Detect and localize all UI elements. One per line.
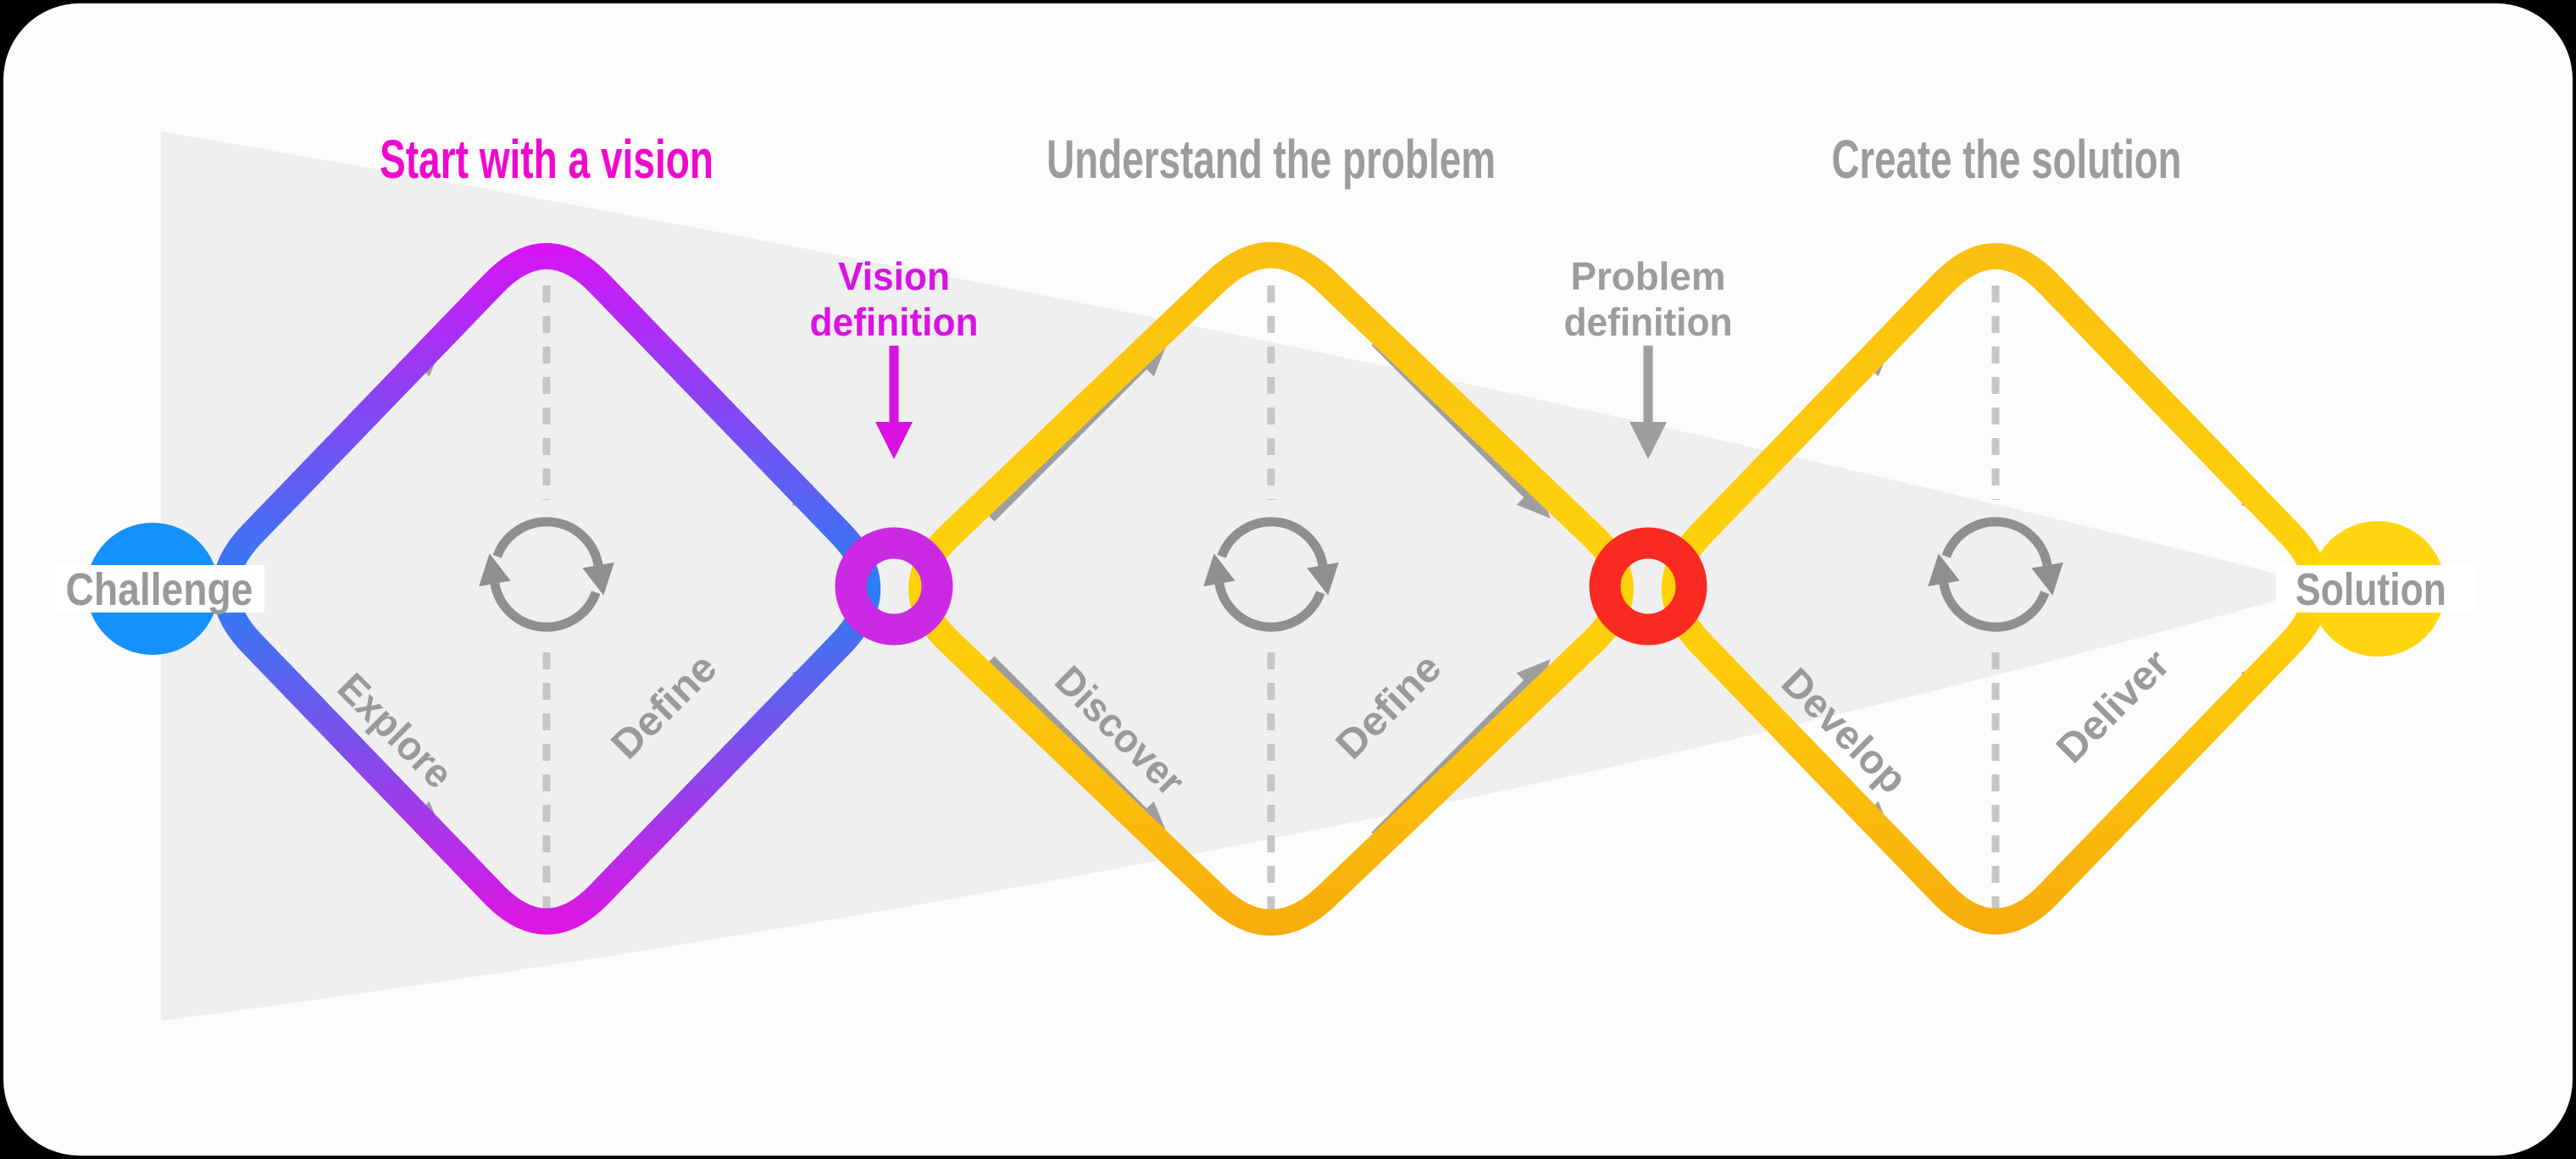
vision-milestone-ring	[835, 527, 953, 646]
down-arrow-icon	[1629, 422, 1667, 459]
heading-create-the-solution: Create the solution	[1832, 129, 2182, 190]
challenge-label-band	[54, 565, 264, 613]
vision-definition-label-line1: Vision	[838, 254, 950, 298]
down-arrow-icon	[875, 422, 913, 459]
heading-start-with-a-vision: Start with a vision	[380, 129, 713, 190]
diamond-1	[212, 243, 881, 934]
solution-node: Solution	[2276, 521, 2474, 657]
cycle-icon	[1928, 517, 2063, 632]
cycle-icon	[479, 517, 614, 632]
challenge-node: Challenge	[54, 523, 264, 655]
heading-understand-the-problem: Understand the problem	[1046, 129, 1496, 190]
challenge-label: Challenge	[66, 564, 253, 615]
problem-definition-label-line2: definition	[1564, 300, 1733, 344]
problem-definition-annotation: Problem definition	[1564, 254, 1733, 459]
stage-headings: Start with a vision Understand the probl…	[380, 129, 2182, 190]
solution-label-band	[2276, 565, 2474, 613]
diamond-1-outline	[212, 243, 881, 934]
vision-definition-label-line2: definition	[810, 300, 979, 344]
converge-up-arrow-icon	[1516, 659, 1551, 694]
vision-definition-annotation: Vision definition	[810, 254, 979, 459]
cycle-icon	[1203, 517, 1339, 632]
converge-down-arrow-icon	[1516, 484, 1551, 518]
problem-definition-label-line1: Problem	[1571, 254, 1726, 298]
problem-milestone-ring	[1589, 527, 1707, 646]
diamonds-layer	[212, 241, 2330, 936]
solution-label: Solution	[2296, 564, 2446, 615]
